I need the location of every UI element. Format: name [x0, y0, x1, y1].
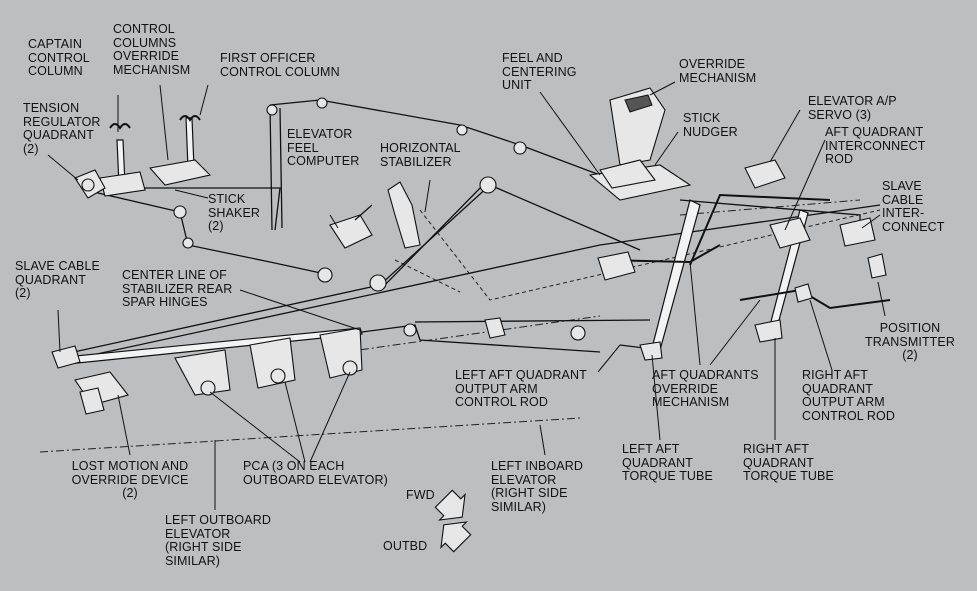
pca-actuators	[174, 327, 363, 396]
tension-regulator-quadrant-part	[74, 169, 106, 199]
label-left-outboard-elevator: LEFT OUTBOARD ELEVATOR (RIGHT SIDE SIMIL…	[165, 513, 271, 568]
cable-runs	[59, 99, 881, 363]
position-transmitter-part	[794, 253, 887, 303]
label-elevator-feel-computer: ELEVATOR FEEL COMPUTER	[287, 127, 360, 168]
label-feel-and-centering-unit: FEEL AND CENTERING UNIT	[502, 51, 577, 92]
feel-and-centering-unit-part	[588, 87, 692, 201]
label-stick-nudger: STICK NUDGER	[683, 111, 738, 139]
label-fwd: FWD	[406, 488, 435, 502]
aft-quadrant-part	[403, 317, 783, 361]
label-first-officer-control-column: FIRST OFFICER CONTROL COLUMN	[220, 51, 340, 79]
label-captain-control-column: CAPTAIN CONTROL COLUMN	[28, 37, 90, 78]
label-tension-regulator-quadrant: TENSION REGULATOR QUADRANT (2)	[23, 101, 101, 156]
label-control-columns-override: CONTROL COLUMNS OVERRIDE MECHANISM	[113, 22, 191, 77]
label-right-aft-quadrant-torque-tube: RIGHT AFT QUADRANT TORQUE TUBE	[743, 442, 834, 483]
label-override-mechanism: OVERRIDE MECHANISM	[679, 57, 757, 85]
stabilizer-outline	[394, 209, 881, 301]
label-aft-quadrants-override: AFT QUADRANTS OVERRIDE MECHANISM	[652, 368, 759, 409]
label-slave-cable-interconnect: SLAVE CABLE INTER- CONNECT	[882, 179, 945, 234]
label-stabilizer-rear-spar-hinges: CENTER LINE OF STABILIZER REAR SPAR HING…	[122, 268, 233, 309]
label-slave-cable-quadrant: SLAVE CABLE QUADRANT (2)	[15, 259, 100, 300]
label-horizontal-stabilizer: HORIZONTAL STABILIZER	[380, 141, 461, 169]
elevator-hinge-line	[344, 315, 601, 353]
direction-arrows	[434, 489, 472, 553]
leader-lines	[47, 81, 886, 510]
label-left-aft-quadrant-output-rod: LEFT AFT QUADRANT OUTPUT ARM CONTROL ROD	[455, 368, 587, 409]
label-lost-motion-override-device: LOST MOTION AND OVERRIDE DEVICE (2)	[71, 459, 189, 500]
label-aft-quadrant-interconnect-rod: AFT QUADRANT INTERCONNECT ROD	[825, 125, 926, 166]
label-left-inboard-elevator: LEFT INBOARD ELEVATOR (RIGHT SIDE SIMILA…	[491, 459, 583, 514]
torque-tubes	[599, 193, 891, 351]
stabilizer-rear-spar-centerline	[39, 417, 581, 453]
stabilizer-outline-aft	[679, 199, 861, 216]
label-outbd: OUTBD	[383, 539, 428, 553]
control-columns	[99, 115, 212, 197]
outbd-arrow-icon	[440, 521, 472, 553]
stick-shaker-part	[173, 97, 527, 292]
label-stick-shaker: STICK SHAKER (2)	[208, 192, 261, 233]
slave-cable-quadrant-part	[51, 345, 129, 415]
label-right-aft-quadrant-output-rod: RIGHT AFT QUADRANT OUTPUT ARM CONTROL RO…	[802, 368, 896, 423]
elevator-ap-servo-part	[597, 159, 876, 281]
label-elevator-ap-servo: ELEVATOR A/P SERVO (3)	[808, 94, 897, 122]
label-position-transmitter: POSITION TRANSMITTER (2)	[865, 321, 955, 362]
fwd-arrow-icon	[434, 489, 466, 521]
label-left-aft-quadrant-torque-tube: LEFT AFT QUADRANT TORQUE TUBE	[622, 442, 713, 483]
elevator-feel-computer-part	[329, 181, 421, 249]
label-pca: PCA (3 ON EACH OUTBOARD ELEVATOR)	[243, 459, 388, 487]
